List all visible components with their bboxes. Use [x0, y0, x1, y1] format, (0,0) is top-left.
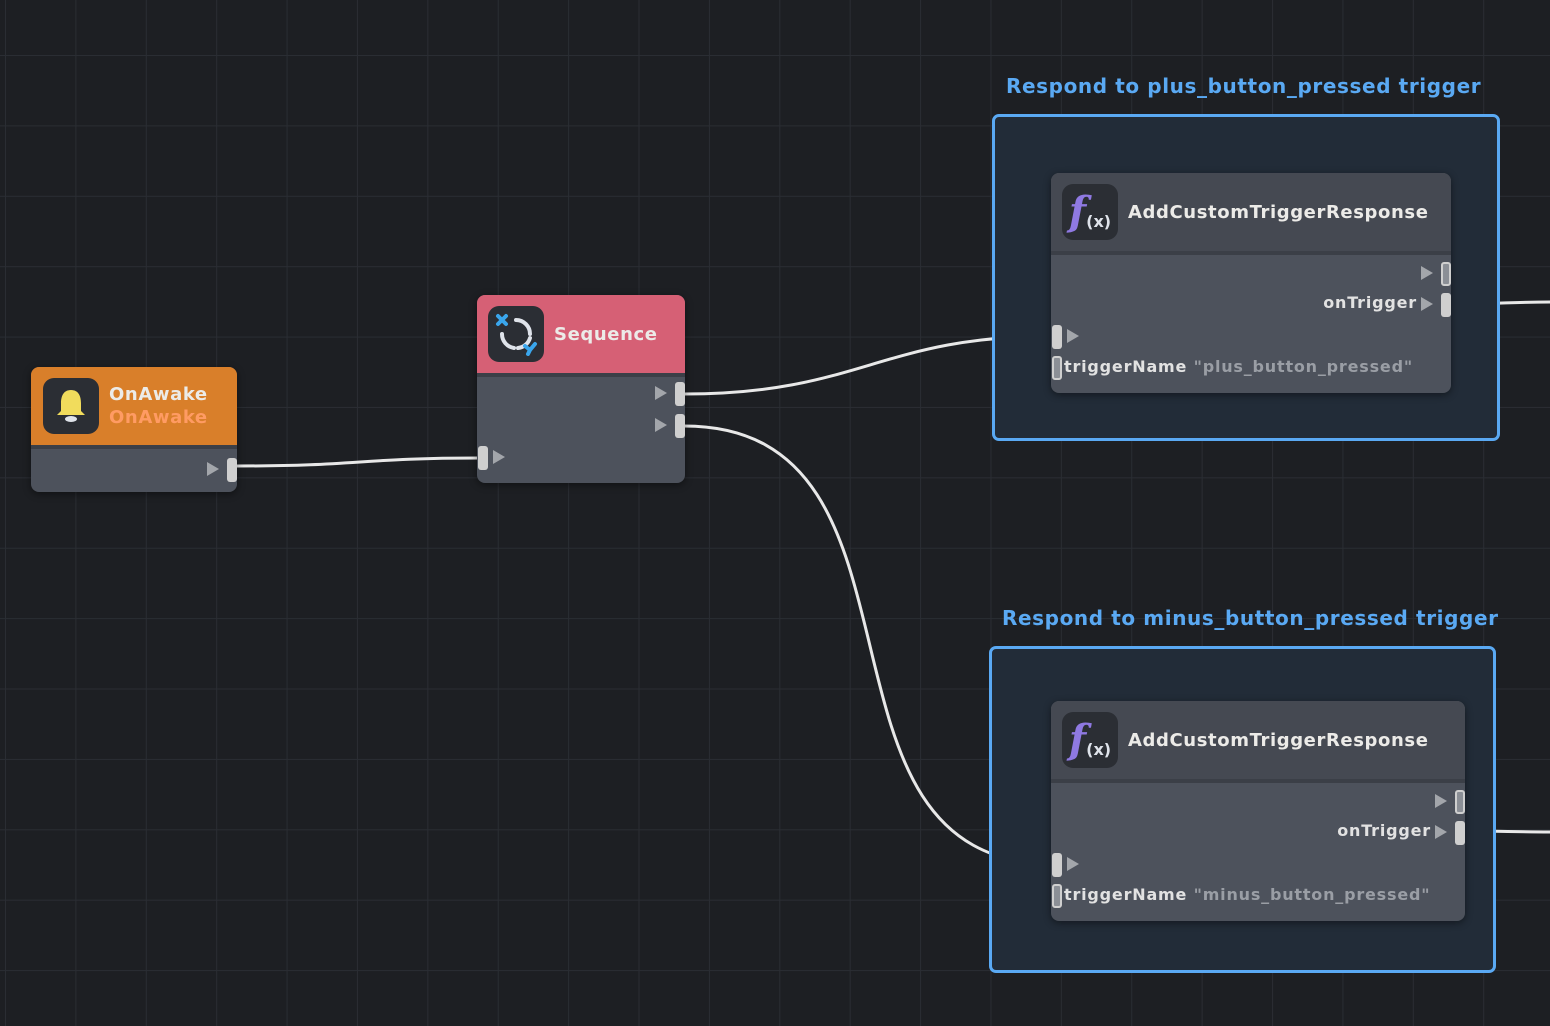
node-title: Sequence [554, 323, 658, 345]
exec-out-arrow-icon [1435, 794, 1447, 808]
node-title: AddCustomTriggerResponse [1128, 729, 1429, 751]
exec-out-port[interactable] [1455, 790, 1465, 814]
bell-icon [43, 378, 99, 434]
node-header[interactable]: f(x) AddCustomTriggerResponse [1051, 173, 1451, 255]
exec-out-arrow-icon [207, 462, 219, 476]
trigger-name-port[interactable] [1052, 356, 1062, 380]
on-trigger-port[interactable] [1455, 821, 1465, 845]
node-header[interactable]: Sequence [477, 295, 685, 377]
sequence-out-port-1[interactable] [675, 414, 685, 438]
on-trigger-label: onTrigger [1337, 821, 1431, 840]
fx-sub-glyph: (x) [1086, 211, 1112, 231]
group-title-minus[interactable]: Respond to minus_button_pressed trigger [1002, 606, 1499, 630]
on-trigger-port[interactable] [1441, 293, 1451, 317]
exec-out-arrow-icon [1421, 266, 1433, 280]
function-fx-icon: f(x) [1062, 184, 1118, 240]
fx-glyph: f [1068, 716, 1087, 763]
fx-glyph: f [1068, 188, 1087, 235]
sequence-cycle-icon [488, 306, 544, 362]
node-subtitle: OnAwake [109, 407, 208, 428]
sequence-out-port-0[interactable] [675, 382, 685, 406]
wire-onawake-to-sequence[interactable] [236, 456, 481, 468]
exec-in-port[interactable] [478, 446, 488, 470]
node-on-awake[interactable]: OnAwake OnAwake [31, 367, 237, 492]
group-title-plus[interactable]: Respond to plus_button_pressed trigger [1006, 74, 1482, 98]
exec-out-arrow-icon [655, 386, 667, 400]
exec-in-arrow-icon [1067, 857, 1079, 871]
node-header[interactable]: f(x) AddCustomTriggerResponse [1051, 701, 1465, 783]
exec-in-port[interactable] [1052, 325, 1062, 349]
node-title: AddCustomTriggerResponse [1128, 201, 1429, 223]
exec-in-port[interactable] [1052, 853, 1062, 877]
trigger-name-label: triggerName [1064, 885, 1188, 904]
trigger-name-param[interactable]: triggerName "plus_button_pressed" [1064, 357, 1413, 376]
node-header[interactable]: OnAwake OnAwake [31, 367, 237, 449]
exec-out-port[interactable] [227, 458, 237, 482]
function-fx-icon: f(x) [1062, 712, 1118, 768]
exec-in-arrow-icon [1067, 329, 1079, 343]
exec-in-arrow-icon [493, 450, 505, 464]
node-add-custom-trigger-response-plus[interactable]: f(x) AddCustomTriggerResponse onTrigger … [1051, 173, 1451, 393]
trigger-name-port[interactable] [1052, 884, 1062, 908]
exec-out-port[interactable] [1441, 262, 1451, 286]
node-title: OnAwake [109, 384, 208, 405]
fx-sub-glyph: (x) [1086, 739, 1112, 759]
trigger-name-value[interactable]: "plus_button_pressed" [1193, 357, 1413, 376]
exec-out-arrow-icon [655, 418, 667, 432]
trigger-name-param[interactable]: triggerName "minus_button_pressed" [1064, 885, 1430, 904]
on-trigger-arrow-icon [1421, 297, 1433, 311]
node-sequence[interactable]: Sequence [477, 295, 685, 483]
node-add-custom-trigger-response-minus[interactable]: f(x) AddCustomTriggerResponse onTrigger … [1051, 701, 1465, 921]
trigger-name-value[interactable]: "minus_button_pressed" [1193, 885, 1431, 904]
on-trigger-label: onTrigger [1323, 293, 1417, 312]
trigger-name-label: triggerName [1064, 357, 1188, 376]
on-trigger-arrow-icon [1435, 825, 1447, 839]
